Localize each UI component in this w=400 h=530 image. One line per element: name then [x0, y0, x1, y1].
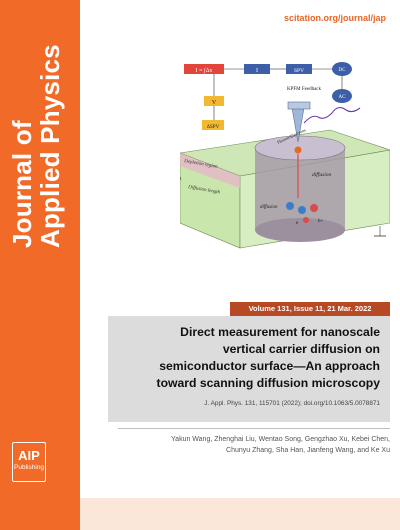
carrier-orange — [294, 146, 302, 154]
label-dspv: ΔSPV — [207, 125, 220, 130]
journal-title-line2: Applied Physics — [35, 44, 65, 248]
journal-title-line1: Journal of — [7, 120, 37, 248]
depletion-layer — [180, 153, 240, 188]
label-t: t — [180, 177, 182, 182]
authors-line-1: Yakun Wang, Zhenghai Liu, Wentao Song, G… — [171, 436, 390, 443]
cylinder-body — [255, 148, 345, 230]
article-title-line-1: Direct measurement for nanoscale — [180, 325, 380, 339]
box-formula — [184, 64, 224, 74]
label-depletion: Depletion region — [183, 159, 219, 170]
cover-illustration: I = ∫Δx I SPV DC AC KPFM Feedback V ΔSPV… — [180, 58, 390, 258]
probe-cantilever — [287, 101, 311, 110]
cover-side-band: Journal of Applied Physics AIP Publishin… — [0, 0, 80, 530]
box-current — [244, 64, 270, 74]
laser-beam — [303, 107, 361, 124]
box-v — [204, 96, 224, 106]
label-drift: diffusion — [260, 205, 278, 210]
label-kpfm: KPFM Feedback — [287, 87, 322, 92]
label-diffusion-length: Diffusion length — [187, 185, 221, 196]
authors-line-2: Chunyu Zhang, Sha Han, Jianfeng Wang, an… — [226, 447, 390, 454]
bottom-strip — [80, 498, 400, 530]
label-v: V — [212, 100, 217, 106]
label-e: e — [296, 221, 299, 226]
aip-publishing-logo: AIP Publishing — [12, 442, 46, 482]
featured-article-box[interactable]: Direct measurement for nanoscale vertica… — [108, 316, 390, 422]
journal-url[interactable]: scitation.org/journal/jap — [283, 13, 386, 23]
label-spv: SPV — [294, 68, 304, 74]
article-title-line-4: toward scanning diffusion microscopy — [156, 376, 380, 390]
electron-1 — [286, 202, 294, 210]
cylinder-bottom — [255, 218, 345, 242]
publisher-name: AIP — [18, 448, 40, 463]
article-authors: Yakun Wang, Zhenghai Liu, Wentao Song, G… — [150, 434, 390, 456]
label-diffusion: diffusion — [312, 171, 332, 178]
electron-2 — [298, 206, 306, 214]
box-dspv — [202, 120, 224, 130]
box-ac — [332, 89, 352, 103]
hole-1 — [310, 204, 318, 212]
label-h: h+ — [318, 219, 324, 224]
issue-volume-bar: Volume 131, Issue 11, 21 Mar. 2022 — [230, 302, 390, 316]
article-title[interactable]: Direct measurement for nanoscale vertica… — [118, 324, 380, 392]
divider — [118, 428, 390, 429]
box-dc — [332, 62, 352, 76]
article-title-line-2: vertical carrier diffusion on — [222, 342, 380, 356]
article-title-line-3: semiconductor surface—An approach — [159, 359, 380, 373]
journal-title: Journal of Applied Physics — [7, 0, 72, 248]
label-formula: I = ∫Δx — [196, 67, 213, 74]
label-current: I — [256, 68, 258, 74]
box-spv — [286, 64, 312, 74]
hole-2 — [303, 217, 309, 223]
article-citation[interactable]: J. Appl. Phys. 131, 115701 (2022); doi.o… — [204, 400, 380, 407]
publisher-subtitle: Publishing — [14, 464, 44, 471]
label-dc: DC — [339, 68, 347, 73]
label-ac: AC — [339, 95, 347, 100]
